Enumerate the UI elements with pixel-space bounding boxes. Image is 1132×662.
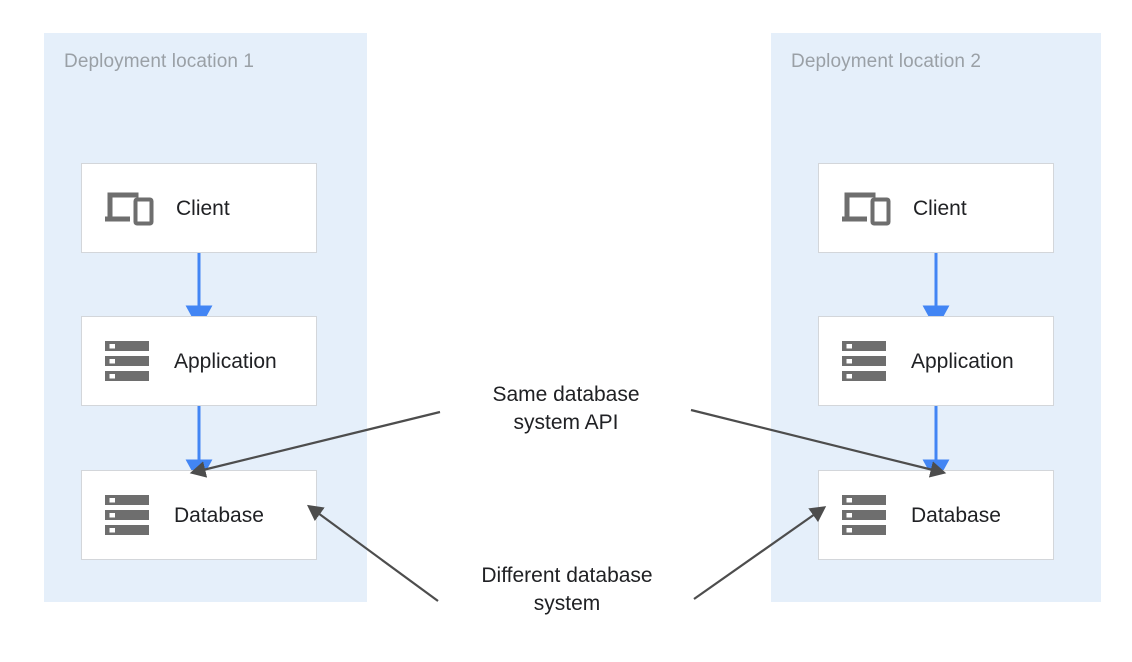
node-database-location-2[interactable]: Database: [818, 470, 1054, 560]
deployment-zone-1-title: Deployment location 1: [64, 51, 255, 72]
annotation-same-database-system-api: Same database system API: [492, 383, 640, 434]
server-icon: [841, 339, 891, 383]
deployment-zone-2-title: Deployment location 2: [791, 51, 982, 72]
node-label: Database: [911, 503, 1001, 527]
node-application-location-2[interactable]: Application: [818, 316, 1054, 406]
devices-icon: [104, 188, 156, 228]
server-icon: [104, 493, 154, 537]
node-label: Client: [913, 196, 967, 220]
node-label: Application: [174, 349, 277, 373]
node-client-location-1[interactable]: Client: [81, 163, 317, 253]
node-label: Application: [911, 349, 1014, 373]
annotation-different-database-system: Different database system: [481, 564, 653, 615]
pointer-same-api-right: [690, 408, 947, 478]
pointer-different-right: [693, 506, 827, 600]
node-database-location-1[interactable]: Database: [81, 470, 317, 560]
pointer-same-api-left: [189, 410, 441, 478]
devices-icon: [841, 188, 893, 228]
node-label: Database: [174, 503, 264, 527]
server-icon: [841, 493, 891, 537]
node-client-location-2[interactable]: Client: [818, 163, 1054, 253]
node-label: Client: [176, 196, 230, 220]
server-icon: [104, 339, 154, 383]
node-application-location-1[interactable]: Application: [81, 316, 317, 406]
pointer-different-left: [307, 504, 439, 602]
